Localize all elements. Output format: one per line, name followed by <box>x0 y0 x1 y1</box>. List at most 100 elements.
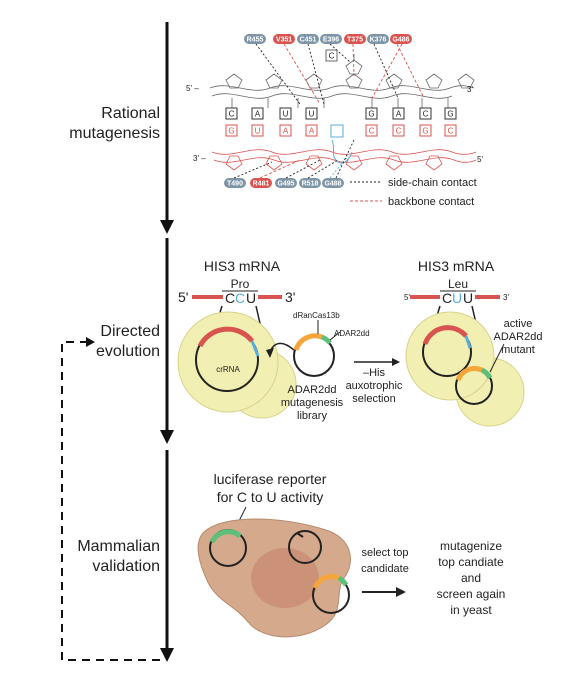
active-line-3: mutant <box>501 344 535 356</box>
bottom-residue-r481-label: R481 <box>253 181 270 188</box>
adar2dd-label: ADAR2dd <box>334 329 370 338</box>
top-base-7: C <box>419 107 432 120</box>
timeline-arrowhead-2 <box>160 430 174 444</box>
contact-lines <box>233 43 425 179</box>
top-base-3: U <box>305 107 318 120</box>
bottom-base-5: C <box>392 124 405 137</box>
adar-plasmid: dRanCas13b ADAR2dd <box>293 311 370 377</box>
top-base-0: C <box>225 107 238 120</box>
bottom-strand-5-prime: 5' <box>477 155 483 164</box>
left-mrna-title: HIS3 mRNA <box>204 258 281 274</box>
bottom-residue-t490: T490 <box>224 178 246 188</box>
mutagenize-line-2: top candiate <box>438 555 504 569</box>
top-base-7-label: C <box>423 110 429 119</box>
bottom-residue-t490-label: T490 <box>227 181 243 188</box>
stage-mammalian-line-2: validation <box>92 558 160 575</box>
stage-label-mammalian: Mammalian validation <box>60 537 160 577</box>
top-residue-r455: R455 <box>244 34 266 44</box>
feedback-loop <box>61 337 160 661</box>
top-base-2-label: U <box>283 110 289 119</box>
top-strand-3-prime: 3' <box>467 85 473 94</box>
editor-adar-segment <box>337 575 349 587</box>
left-yeast-cell: crRNA <box>177 311 297 419</box>
feedback-arrowhead <box>86 337 95 347</box>
right-codon-base-1: C <box>442 290 452 306</box>
active-line-1: active <box>504 318 533 330</box>
crRNA-label: crRNA <box>216 365 240 374</box>
top-residue-t375: T375 <box>344 34 366 44</box>
top-base-0-label: C <box>229 110 235 119</box>
library-line-1: ADAR2dd <box>288 384 337 396</box>
reporter-line-1: luciferase reporter <box>214 471 327 487</box>
top-base-2: U <box>279 107 292 120</box>
stage-directed-line-1: Directed <box>100 323 160 340</box>
top-residue-r455-label: R455 <box>247 37 264 44</box>
top-residue-v351: V351 <box>273 34 295 44</box>
right-amino-acid: Leu <box>448 277 468 291</box>
nucleus <box>251 548 319 608</box>
left-codon-base-2: C <box>235 290 245 306</box>
select-arrowhead <box>396 587 406 597</box>
adar2dd-pointer <box>329 331 341 341</box>
top-base-1-label: A <box>255 110 261 119</box>
crRNA-marker <box>250 340 260 357</box>
bottom-base-1-label: U <box>255 127 261 136</box>
crRNA-plasmid-mammalian <box>288 530 322 564</box>
left-codon-base-3: U <box>246 290 256 306</box>
bottom-base-6: G <box>419 124 432 137</box>
top-base-5: G <box>365 107 378 120</box>
bottom-base-0: G <box>225 124 238 137</box>
left-codon-base-1: C <box>225 290 235 306</box>
right-five-prime: 5' <box>404 293 410 302</box>
reporter-gene <box>209 529 242 544</box>
top-base-6-label: A <box>396 110 402 119</box>
top-base-3-label: U <box>309 110 315 119</box>
bottom-base-6-label: G <box>422 127 428 136</box>
contact-legend: side-chain contact backbone contact <box>350 177 477 208</box>
reporter-line-2: for C to U activity <box>217 489 324 505</box>
bottom-base-1: U <box>251 124 264 137</box>
bottom-residue-g495-label: G495 <box>277 181 294 188</box>
bottom-residue-r518-label: R518 <box>302 181 319 188</box>
top-residue-v351-label: V351 <box>276 37 292 44</box>
top-residue-e396: E396 <box>320 34 342 44</box>
bottom-residue-r518: R518 <box>299 178 321 188</box>
top-base-8-label: G <box>447 110 453 119</box>
bottom-base-3: A <box>305 124 318 137</box>
bottom-residue-g488-label: G488 <box>324 181 341 188</box>
side-chain-legend-label: side-chain contact <box>388 177 477 189</box>
bottom-residue-g488: G488 <box>322 178 344 188</box>
bottom-base-2-label: A <box>283 127 289 136</box>
bottom-base-4: C <box>365 124 378 137</box>
bottom-strand <box>211 149 477 171</box>
mutagenize-line-5: in yeast <box>450 603 492 617</box>
flipped-nucleotide <box>325 49 363 75</box>
stage-label-rational: Rational mutagenesis <box>60 104 160 144</box>
mutant-dRanCas13b <box>455 366 483 382</box>
timeline-arrowhead-3 <box>160 648 174 662</box>
crRNA-tick <box>296 532 304 538</box>
right-codon-base-2: U <box>452 290 462 306</box>
bottom-base-3-label: A <box>309 127 315 136</box>
top-residue-c451-label: C451 <box>300 37 317 44</box>
editor-cas-segment <box>312 574 340 590</box>
top-base-6: A <box>392 107 405 120</box>
dRanCas13b-label: dRanCas13b <box>293 311 340 320</box>
bottom-base-7-label: C <box>448 127 454 136</box>
mutant-adar2dd <box>480 367 493 380</box>
bottom-base-0-label: G <box>228 127 234 136</box>
top-residue-g486: G486 <box>390 34 412 44</box>
backbone-legend-label: backbone contact <box>388 196 474 208</box>
mutagenize-line-4: screen again <box>437 587 506 601</box>
left-amino-acid: Pro <box>231 277 250 291</box>
bottom-base-5-label: C <box>396 127 402 136</box>
selection-line-3: selection <box>352 393 395 405</box>
top-base-5-label: G <box>368 110 374 119</box>
top-base-8: G <box>444 107 457 120</box>
mammalian-cell <box>197 518 351 638</box>
stage-mammalian-line-1: Mammalian <box>77 538 160 555</box>
mutagenize-line-1: mutagenize <box>440 539 502 553</box>
